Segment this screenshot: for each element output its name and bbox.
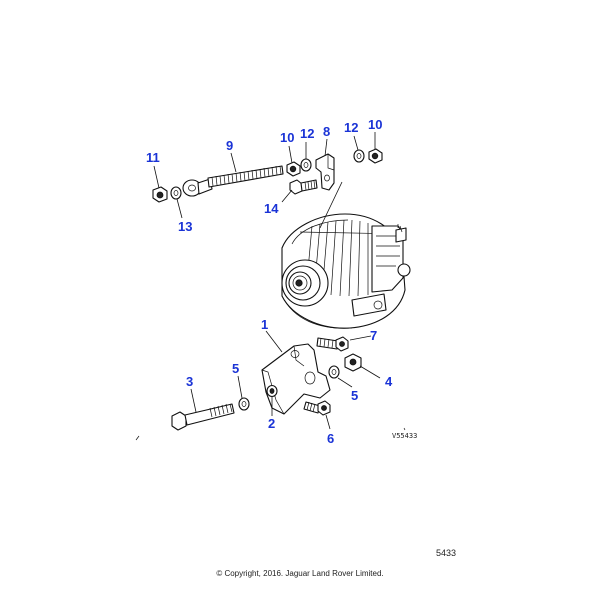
callout-9: 9 <box>226 138 233 153</box>
callout-14: 14 <box>264 201 279 216</box>
washer-5-left <box>238 397 250 411</box>
copyright-notice: © Copyright, 2016. Jaguar Land Rover Lim… <box>216 569 384 578</box>
callout-2: 2 <box>268 416 275 431</box>
bolt-3 <box>171 403 235 431</box>
callout-8: 8 <box>323 124 330 139</box>
callout-13: 13 <box>178 219 192 234</box>
callout-6: 6 <box>327 431 334 446</box>
callout-labels: 1 2 3 4 5 5 6 7 8 9 10 10 11 12 12 13 14 <box>146 117 393 446</box>
bolt-14 <box>289 179 318 195</box>
bolt-7 <box>316 336 349 352</box>
adjuster-rod-9 <box>182 165 284 197</box>
callout-12-right: 12 <box>344 120 358 135</box>
callout-5-right: 5 <box>351 388 358 403</box>
nut-4 <box>344 353 362 372</box>
leader-lines <box>153 132 381 430</box>
alternator <box>281 213 411 329</box>
washer-5-right <box>328 365 340 379</box>
page-number: 5433 <box>435 548 456 558</box>
callout-3: 3 <box>186 374 193 389</box>
bolt-6 <box>303 400 331 416</box>
callout-1: 1 <box>261 317 268 332</box>
spacer-2 <box>266 384 278 398</box>
callout-4: 4 <box>385 374 393 389</box>
nut-10-upper-right <box>368 148 383 164</box>
callout-11: 11 <box>146 150 160 165</box>
washer-12-upper-left <box>300 158 312 172</box>
nut-11 <box>152 186 168 203</box>
bracket-8 <box>315 153 335 191</box>
callout-12-left: 12 <box>300 126 314 141</box>
washer-13 <box>170 186 182 200</box>
washer-12-upper-right <box>353 149 365 163</box>
callout-5-left: 5 <box>232 361 239 376</box>
callout-10-right: 10 <box>368 117 382 132</box>
nut-10-upper-left <box>286 161 301 177</box>
callout-10-left: 10 <box>280 130 294 145</box>
drawing-code: V55433 <box>392 432 417 440</box>
callout-7: 7 <box>370 328 377 343</box>
